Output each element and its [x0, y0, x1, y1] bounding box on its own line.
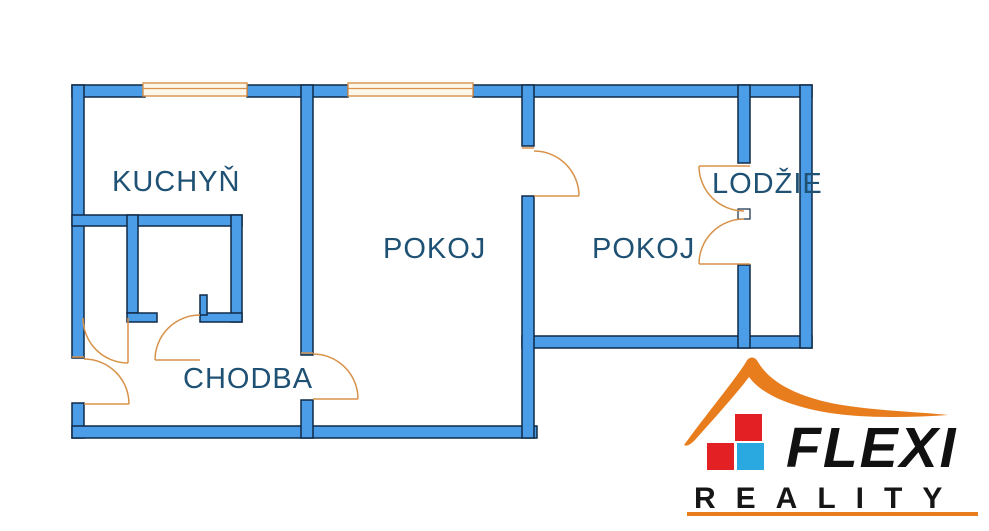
wall-segment — [521, 335, 813, 349]
wall-segment — [521, 195, 535, 439]
door-lodzie-upper — [698, 165, 750, 212]
door-pokoj-pokoj — [522, 147, 580, 197]
wall-segment — [300, 84, 314, 356]
logo-subtitle-text: REALITY — [694, 482, 962, 515]
window-pokoj — [347, 82, 474, 97]
wall-segment — [230, 214, 243, 323]
logo-square-blue — [737, 443, 764, 470]
wall-segment — [71, 214, 243, 227]
door-bathroom — [154, 314, 201, 361]
wall-segment — [126, 214, 139, 314]
room-label-pokoj-stredni: POKOJ — [383, 233, 486, 265]
doors — [72, 147, 750, 405]
wall-segment — [199, 294, 208, 316]
wall-segment — [199, 312, 243, 323]
door-chodba-pokoj — [301, 352, 359, 400]
wall-segment — [799, 84, 813, 349]
wall-segment — [737, 264, 751, 349]
wall-segment — [246, 84, 349, 98]
wall-segment — [521, 84, 535, 147]
room-label-kuchyn: KUCHYŇ — [112, 165, 240, 198]
window-kitchen — [142, 82, 248, 97]
room-labels: KUCHYŇ POKOJ POKOJ LODŽIE CHODBA — [112, 165, 823, 395]
room-label-lodzie: LODŽIE — [712, 167, 823, 200]
logo-square-red-left — [707, 443, 734, 470]
wall-segment — [300, 399, 314, 439]
walls — [71, 84, 813, 439]
room-label-pokoj-pravy: POKOJ — [592, 233, 695, 265]
logo-underline — [687, 512, 978, 516]
door-entrance — [72, 356, 130, 405]
windows — [142, 82, 474, 97]
wall-segment — [126, 312, 158, 323]
logo-roof-icon — [684, 357, 948, 446]
room-label-chodba: CHODBA — [183, 363, 313, 395]
logo-square-red-top — [735, 414, 762, 441]
flexi-reality-logo: FLEXI REALITY — [684, 357, 978, 516]
door-wc — [82, 317, 129, 364]
logo-brand-text: FLEXI — [786, 416, 958, 480]
wall-segment — [737, 84, 751, 164]
door-lodzie-lower — [698, 218, 750, 265]
